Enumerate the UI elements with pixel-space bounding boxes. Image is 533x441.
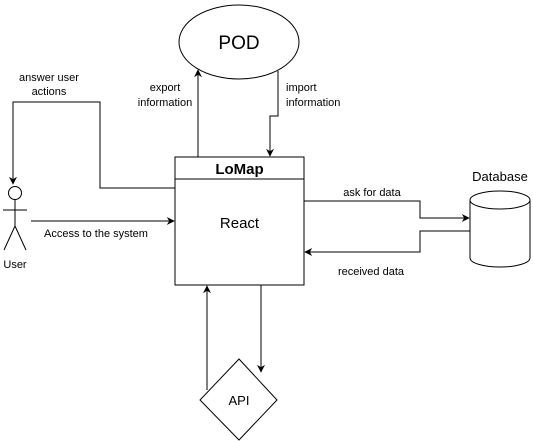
lomap-node: LoMap React — [174, 156, 305, 286]
user-head — [8, 186, 22, 200]
database-top — [469, 190, 531, 210]
edge-access-system-label: Access to the system — [44, 228, 148, 240]
pod-ellipse — [178, 4, 300, 80]
edge-import-information-label-1: import — [286, 82, 317, 94]
edge-import-information-line — [266, 71, 279, 157]
edge-export-information-label-1: export — [150, 82, 181, 94]
edge-answer-user-actions-line — [9, 101, 175, 189]
lomap-subtitle: React — [220, 215, 260, 232]
pod-label: POD — [218, 33, 259, 54]
edge-export-information: export information — [138, 69, 202, 157]
database-label: Database — [472, 169, 528, 184]
database-node: Database — [469, 169, 531, 268]
edge-ask-for-data-label: ask for data — [343, 187, 401, 199]
api-node: API — [199, 358, 278, 441]
edge-received-data: received data — [304, 230, 470, 278]
edge-answer-user-actions: answer user actions — [9, 72, 175, 189]
edge-ask-for-data: ask for data — [304, 187, 470, 222]
user-actor: User — [3, 186, 27, 271]
pod-node: POD — [178, 4, 300, 80]
edge-received-data-label: received data — [338, 266, 405, 278]
user-right-leg — [14, 225, 27, 251]
user-label: User — [3, 259, 27, 271]
database-cylinder — [469, 200, 531, 268]
user-left-leg — [3, 225, 16, 251]
api-label: API — [229, 393, 250, 408]
edge-access-system: Access to the system — [31, 217, 175, 240]
edge-ask-for-data-line — [304, 200, 470, 222]
lomap-title: LoMap — [215, 161, 263, 178]
edge-export-information-label-2: information — [138, 97, 192, 109]
edge-import-information: import information — [266, 71, 340, 157]
edge-import-information-label-2: information — [286, 97, 340, 109]
edge-answer-user-actions-label-1: answer user — [19, 72, 79, 84]
edge-received-data-line — [304, 230, 470, 256]
api-diamond — [199, 358, 278, 441]
lomap-box — [174, 156, 305, 286]
edge-answer-user-actions-label-2: actions — [32, 86, 67, 98]
